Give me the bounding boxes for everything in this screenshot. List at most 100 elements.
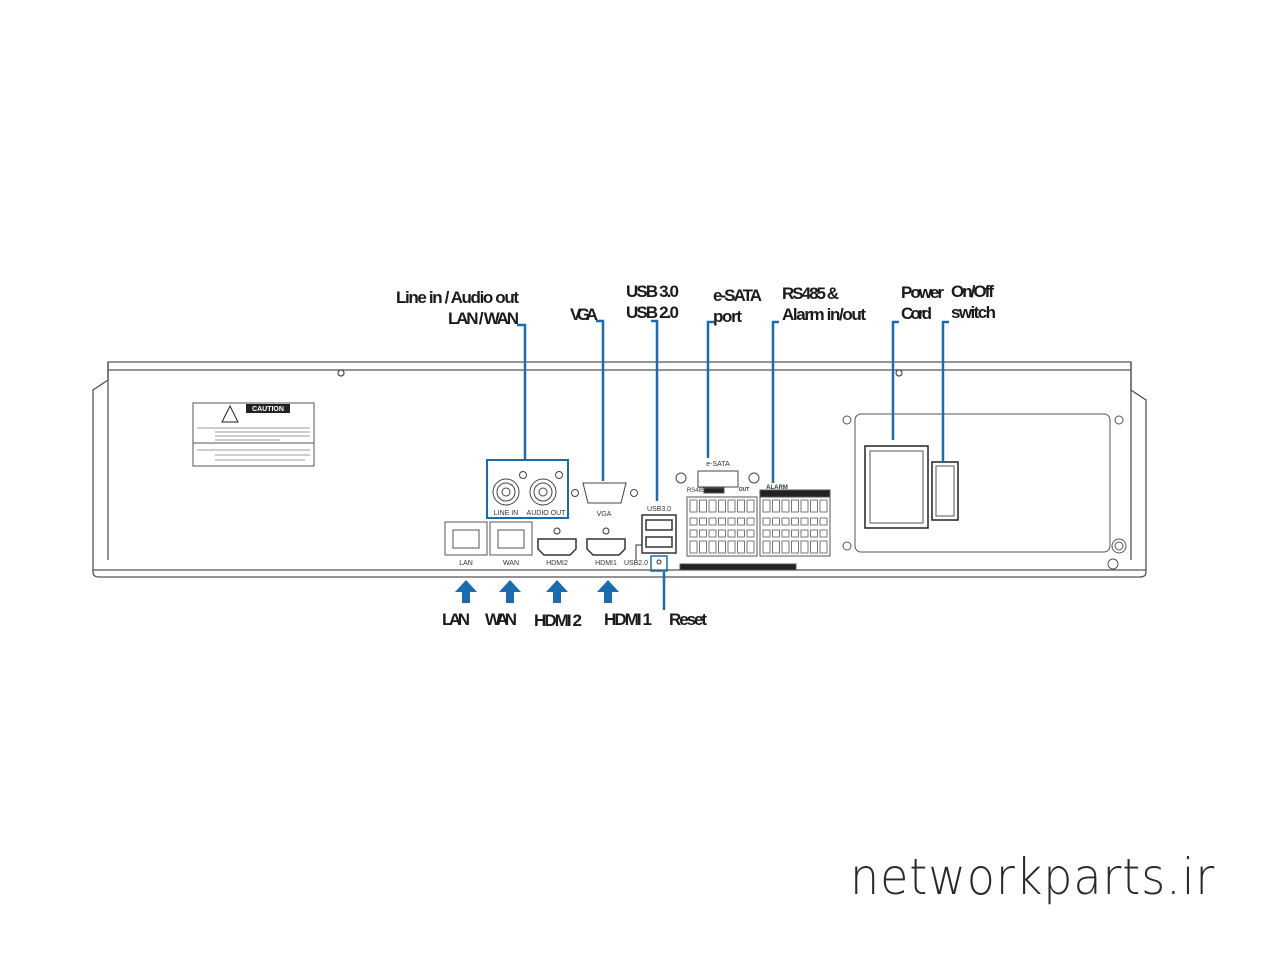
terminal-pin bbox=[737, 529, 745, 538]
hdmi2-panel-label: HDMI2 bbox=[546, 560, 568, 567]
terminal-pin bbox=[781, 529, 790, 538]
terminal-pin bbox=[810, 499, 818, 513]
terminal-pin bbox=[762, 540, 771, 554]
terminal-pin bbox=[819, 499, 828, 513]
terminal-pin bbox=[800, 540, 809, 554]
alarm-terminal-blocks bbox=[679, 487, 831, 571]
terminal-pin bbox=[718, 517, 726, 526]
top-callouts: Line in / Audio out LAN / WAN VGA USB 3.… bbox=[396, 282, 996, 328]
esata-panel-label: e-SATA bbox=[706, 461, 730, 468]
vga-panel-label: VGA bbox=[597, 511, 612, 518]
esata-callout-line2: port bbox=[713, 307, 742, 326]
terminal-pin bbox=[800, 529, 809, 538]
vga-callout: VGA bbox=[570, 305, 598, 324]
network-ports bbox=[444, 521, 533, 556]
terminal-pin bbox=[791, 499, 799, 513]
lan-panel-label: LAN bbox=[459, 560, 473, 567]
terminal-pin bbox=[708, 517, 717, 526]
wan-panel-label: WAN bbox=[503, 560, 519, 567]
terminal-pin bbox=[699, 529, 707, 538]
terminal-pin bbox=[746, 517, 755, 526]
terminal-pin bbox=[791, 517, 799, 526]
terminal-pin bbox=[810, 517, 818, 526]
terminal-pin bbox=[718, 499, 726, 513]
terminal-pin bbox=[699, 540, 707, 554]
reset-callout: Reset bbox=[669, 610, 707, 629]
terminal-pin bbox=[689, 499, 698, 513]
terminal-pin bbox=[772, 499, 780, 513]
power-callout-line2: Cord bbox=[901, 304, 932, 323]
svg-text:CAUTION: CAUTION bbox=[252, 406, 284, 413]
terminal-pin bbox=[810, 540, 818, 554]
terminal-pin bbox=[708, 540, 717, 554]
terminal-pin bbox=[746, 540, 755, 554]
hdmi1-arrow-icon bbox=[597, 580, 619, 603]
hdmi2-callout: HDMI 2 bbox=[534, 611, 582, 630]
terminal-pin bbox=[819, 540, 828, 554]
audio-out-label: AUDIO OUT bbox=[527, 510, 567, 517]
lan-arrow-icon bbox=[455, 580, 477, 603]
terminal-pin bbox=[727, 529, 736, 538]
terminal-pin bbox=[727, 540, 736, 554]
terminal-pin bbox=[689, 540, 698, 554]
vga-port bbox=[571, 482, 638, 504]
audio-callout-line2: LAN / WAN bbox=[448, 309, 519, 328]
terminal-pin bbox=[746, 529, 755, 538]
usb-callout-line1: USB 3.0 bbox=[626, 282, 679, 301]
audio-ports bbox=[486, 459, 569, 519]
terminal-pins bbox=[689, 499, 828, 554]
terminal-pin bbox=[718, 529, 726, 538]
switch-callout-line1: On/Off bbox=[951, 282, 994, 301]
rs485-panel-label: RS485 bbox=[687, 488, 706, 494]
terminal-pin bbox=[762, 517, 771, 526]
arrows bbox=[455, 580, 619, 603]
audio-callout-line1: Line in / Audio out bbox=[396, 288, 519, 307]
watermark: networkparts.ir bbox=[850, 848, 1216, 906]
callout-lines bbox=[517, 319, 949, 610]
power-callout-line1: Power bbox=[901, 283, 944, 302]
out-panel-label: OUT bbox=[739, 487, 750, 493]
terminal-pin bbox=[819, 517, 828, 526]
usb3-panel-label: USB3.0 bbox=[647, 506, 671, 513]
terminal-pin bbox=[810, 529, 818, 538]
rs485-callout-line1: RS485 & bbox=[782, 284, 839, 303]
line-in-label: LINE IN bbox=[494, 510, 519, 517]
esata-callout-line1: e-SATA bbox=[713, 286, 762, 305]
terminal-pin bbox=[708, 529, 717, 538]
hdmi-ports bbox=[537, 527, 626, 556]
alarm-panel-label: ALARM bbox=[766, 485, 788, 491]
usb2-panel-label: USB2.0 bbox=[624, 560, 648, 567]
rs485-callout-line2: Alarm in/out bbox=[782, 305, 866, 324]
hdmi1-callout: HDMI 1 bbox=[604, 610, 652, 629]
terminal-pin bbox=[800, 517, 809, 526]
lan-callout: LAN bbox=[442, 610, 470, 629]
terminal-pin bbox=[781, 517, 790, 526]
bottom-callouts: LAN WAN HDMI 2 HDMI 1 Reset bbox=[442, 610, 707, 630]
terminal-pin bbox=[727, 517, 736, 526]
terminal-pin bbox=[781, 540, 790, 554]
hdmi2-arrow-icon bbox=[546, 580, 568, 603]
terminal-pin bbox=[772, 540, 780, 554]
terminal-pin bbox=[689, 517, 698, 526]
power-section bbox=[842, 413, 1127, 570]
esata-port bbox=[675, 470, 760, 488]
caution-label: CAUTION bbox=[192, 402, 315, 467]
terminal-pin bbox=[699, 517, 707, 526]
terminal-pin bbox=[737, 517, 745, 526]
hdmi1-panel-label: HDMI1 bbox=[595, 560, 617, 567]
terminal-pin bbox=[791, 540, 799, 554]
terminal-pin bbox=[708, 499, 717, 513]
terminal-pin bbox=[781, 499, 790, 513]
terminal-pin bbox=[819, 529, 828, 538]
wan-callout: WAN bbox=[485, 610, 517, 629]
usb-callout-line2: USB 2.0 bbox=[626, 303, 679, 322]
chassis bbox=[92, 361, 1147, 578]
terminal-pin bbox=[737, 499, 745, 513]
switch-callout-line2: switch bbox=[951, 303, 996, 322]
terminal-pin bbox=[727, 499, 736, 513]
terminal-pin bbox=[737, 540, 745, 554]
terminal-pin bbox=[718, 540, 726, 554]
terminal-pin bbox=[762, 529, 771, 538]
terminal-pin bbox=[689, 529, 698, 538]
